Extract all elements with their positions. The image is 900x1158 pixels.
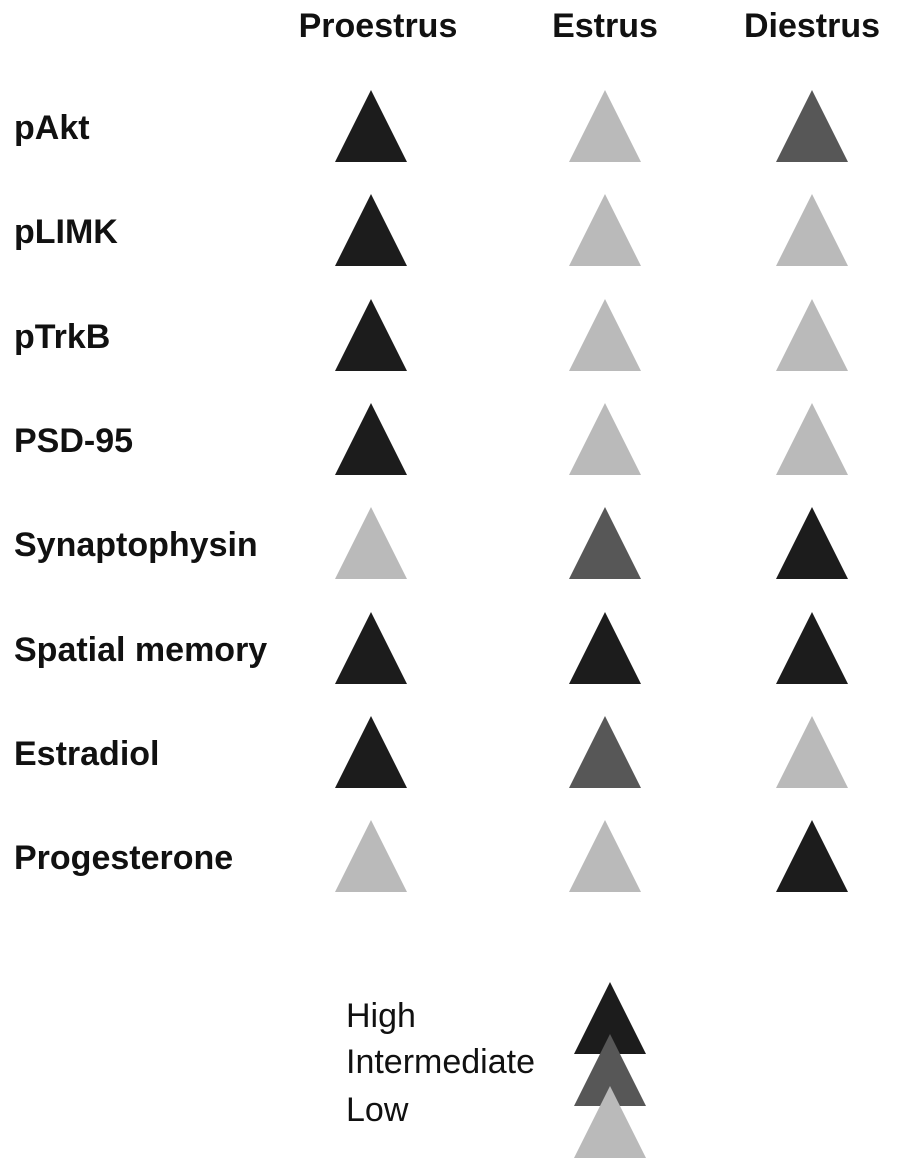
triangle-shape bbox=[569, 507, 641, 580]
triangle-shape bbox=[776, 715, 848, 788]
level-high-triangle-icon bbox=[335, 194, 407, 267]
legend-label-low: Low bbox=[346, 1091, 409, 1129]
level-low-triangle-icon bbox=[776, 298, 848, 371]
triangle-shape bbox=[574, 982, 646, 1054]
triangle-shape bbox=[574, 1086, 646, 1158]
row-label: Progesterone bbox=[14, 839, 234, 878]
triangle-shape bbox=[569, 715, 641, 788]
triangle-shape bbox=[776, 507, 848, 580]
triangle-shape bbox=[574, 1034, 646, 1106]
row-label: Synaptophysin bbox=[14, 526, 258, 565]
triangle-shape bbox=[569, 194, 641, 267]
level-high-triangle-icon bbox=[335, 298, 407, 371]
triangle-shape bbox=[335, 90, 407, 162]
triangle-shape bbox=[776, 298, 848, 371]
row-label: PSD-95 bbox=[14, 421, 134, 460]
row-label: Spatial memory bbox=[14, 630, 268, 669]
triangle-shape bbox=[776, 611, 848, 684]
row-label: pTrkB bbox=[14, 317, 111, 356]
level-high-triangle-icon bbox=[569, 611, 641, 684]
triangle-shape bbox=[569, 820, 641, 893]
row-label: pAkt bbox=[14, 109, 90, 147]
level-intermediate-triangle-icon bbox=[776, 90, 848, 162]
level-intermediate-triangle-icon bbox=[569, 715, 641, 788]
column-header-proestrus: Proestrus bbox=[298, 7, 458, 45]
triangle-shape bbox=[335, 507, 407, 580]
level-intermediate-triangle-icon bbox=[569, 507, 641, 580]
level-low-triangle-icon bbox=[569, 402, 641, 475]
triangle-shape bbox=[335, 715, 407, 788]
legend-high-triangle-icon bbox=[574, 982, 646, 1054]
legend-label-high: High bbox=[346, 997, 416, 1035]
triangle-shape bbox=[335, 402, 407, 475]
triangle-shape bbox=[776, 820, 848, 893]
level-high-triangle-icon bbox=[335, 90, 407, 162]
level-low-triangle-icon bbox=[335, 820, 407, 893]
triangle-shape bbox=[335, 194, 407, 267]
triangle-shape bbox=[776, 402, 848, 475]
triangle-shape bbox=[569, 402, 641, 475]
column-header-diestrus: Diestrus bbox=[743, 7, 881, 45]
level-low-triangle-icon bbox=[569, 820, 641, 893]
level-high-triangle-icon bbox=[335, 402, 407, 475]
triangle-shape bbox=[335, 820, 407, 893]
level-low-triangle-icon bbox=[776, 715, 848, 788]
triangle-shape bbox=[569, 90, 641, 162]
triangle-shape bbox=[335, 298, 407, 371]
level-high-triangle-icon bbox=[776, 611, 848, 684]
triangle-shape bbox=[776, 90, 848, 162]
level-low-triangle-icon bbox=[569, 194, 641, 267]
level-low-triangle-icon bbox=[776, 194, 848, 267]
level-low-triangle-icon bbox=[569, 90, 641, 162]
legend-label-intermediate: Intermediate bbox=[346, 1043, 535, 1081]
triangle-shape bbox=[776, 194, 848, 267]
column-header-estrus: Estrus bbox=[552, 7, 658, 45]
level-low-triangle-icon bbox=[569, 298, 641, 371]
legend-intermediate-triangle-icon bbox=[574, 1034, 646, 1106]
legend-low-triangle-icon bbox=[574, 1086, 646, 1158]
triangle-shape bbox=[569, 611, 641, 684]
level-low-triangle-icon bbox=[335, 507, 407, 580]
triangle-shape bbox=[335, 611, 407, 684]
level-low-triangle-icon bbox=[776, 402, 848, 475]
level-high-triangle-icon bbox=[776, 507, 848, 580]
row-label: pLIMK bbox=[14, 213, 118, 252]
level-high-triangle-icon bbox=[335, 715, 407, 788]
row-label: Estradiol bbox=[14, 734, 160, 773]
level-high-triangle-icon bbox=[335, 611, 407, 684]
triangle-shape bbox=[569, 298, 641, 371]
level-high-triangle-icon bbox=[776, 820, 848, 893]
